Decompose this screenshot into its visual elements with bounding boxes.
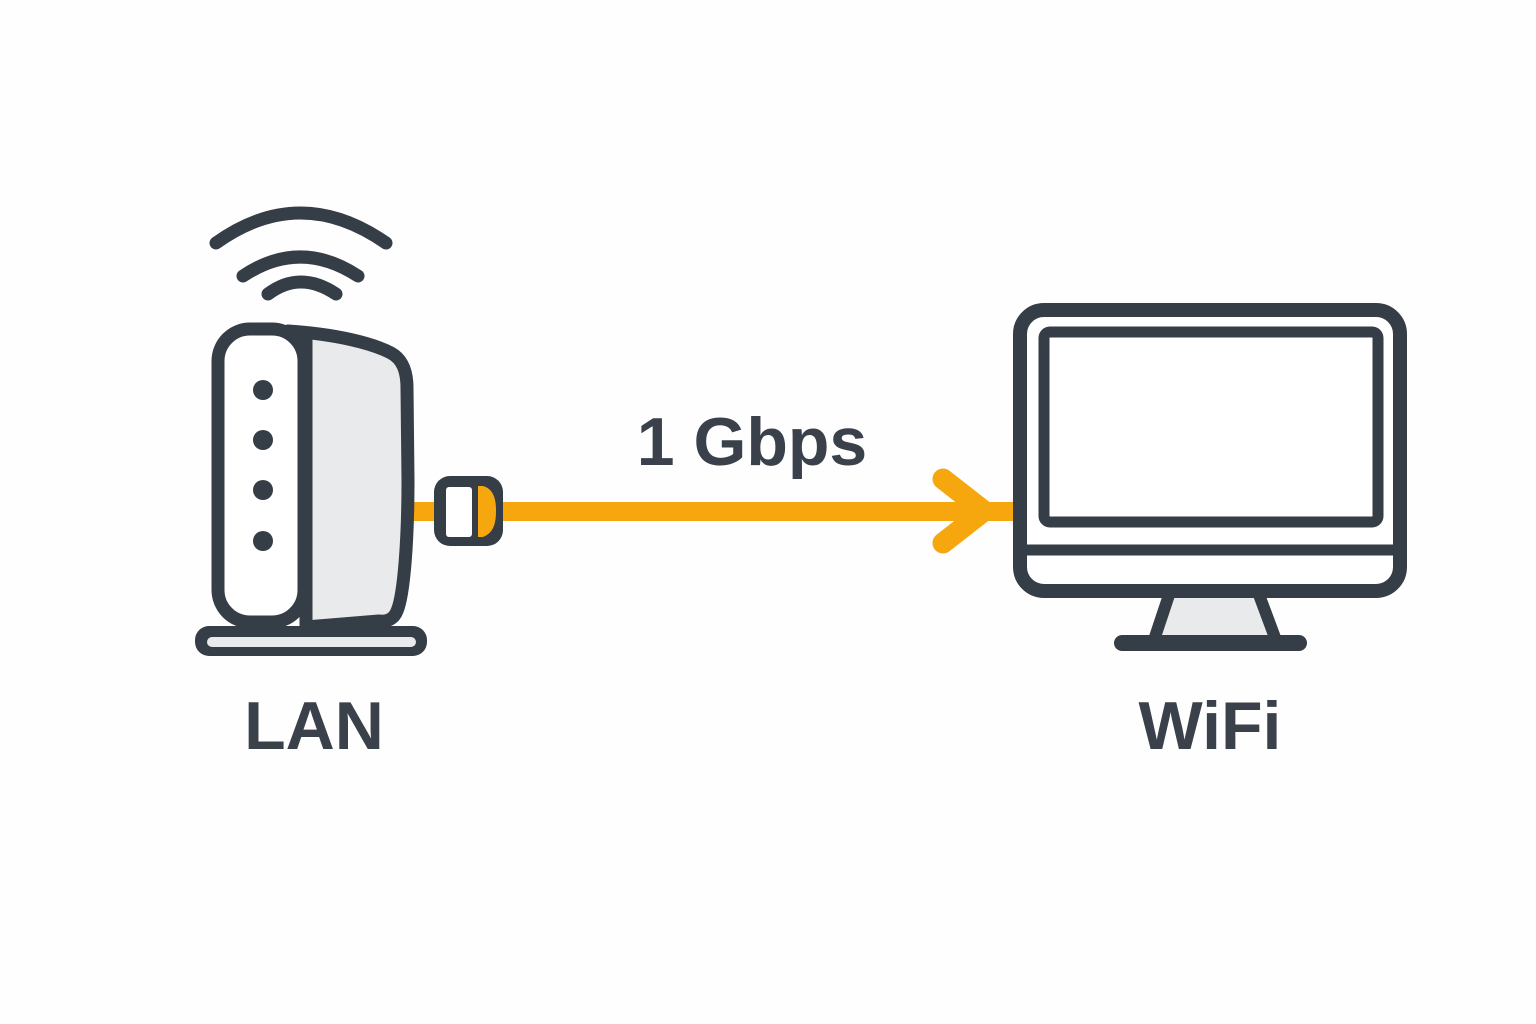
plug-window [446, 487, 472, 537]
router-front-panel [211, 322, 311, 629]
wifi-arc-large [209, 206, 393, 250]
router-led-dot [253, 430, 273, 450]
router-led-dot [253, 380, 273, 400]
monitor-stand-base [1114, 635, 1307, 651]
router-led-dot [253, 480, 273, 500]
arrow-head [932, 468, 995, 554]
wifi-label: WiFi [1138, 688, 1282, 764]
ethernet-plug-icon [434, 476, 503, 546]
router-led-dot [253, 531, 273, 551]
wireless-router-icon [195, 322, 427, 656]
speed-arrow [400, 468, 1016, 554]
desktop-monitor-icon [1013, 303, 1407, 651]
router-side-panel [281, 324, 415, 634]
cable-line [400, 502, 1016, 521]
link-speed-label: 1 Gbps [636, 404, 868, 480]
wifi-waves-icon [209, 206, 393, 301]
router-base-stripe [207, 637, 416, 647]
wifi-arc-medium [236, 250, 365, 283]
lan-label: LAN [244, 688, 384, 764]
wifi-arc-small [261, 275, 343, 301]
plug-contact [478, 486, 496, 537]
monitor-screen [1038, 326, 1384, 528]
